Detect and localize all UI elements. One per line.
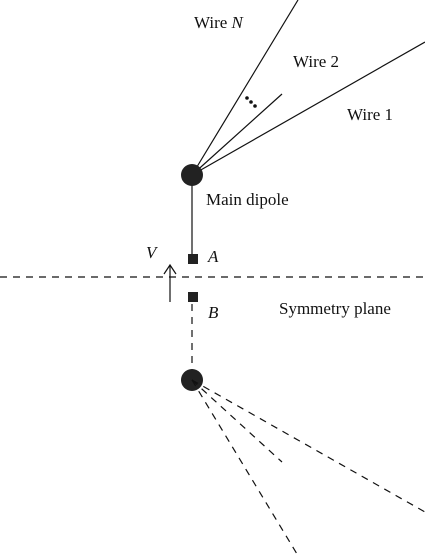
point-b-marker [188,292,198,302]
point-b-label: B [208,303,219,322]
image-wire-2-line [191,379,283,463]
wire-2-line [191,93,283,176]
ellipsis-dots [245,96,257,108]
wire-n-line [191,0,299,176]
main-dipole-label: Main dipole [206,190,289,209]
image-wires [191,379,425,554]
wire-2-label: Wire 2 [293,52,339,71]
point-a-label: A [207,247,219,266]
image-wire-n-line [191,379,298,554]
wire-1-label: Wire 1 [347,105,393,124]
upper-wires [191,0,425,176]
wire-n-label: Wire N [194,13,245,32]
point-a-marker [188,254,198,264]
image-wire-1-line [191,379,425,513]
wire-1-line [191,41,425,176]
symmetry-plane-label: Symmetry plane [279,299,391,318]
voltage-label: V [146,243,159,262]
voltage-arrow [163,263,177,302]
main-dipole-node [181,164,203,186]
